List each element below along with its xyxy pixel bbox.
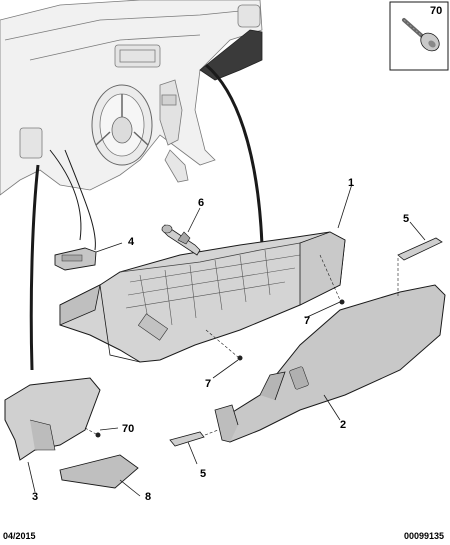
leader-lines — [29, 63, 264, 371]
trim-strip-part-lower — [169, 429, 219, 447]
callout-70: 70 — [122, 423, 134, 435]
callout-7-upper: 7 — [304, 315, 310, 327]
tray-part — [59, 454, 139, 489]
damper-part — [161, 224, 201, 256]
screw-detail-inset: 70 — [389, 1, 449, 71]
footer-reference: 00099135 — [403, 531, 444, 541]
trim-strip-part-upper — [397, 237, 443, 298]
dashboard-context-drawing — [0, 0, 263, 196]
callout-5-lower: 5 — [200, 468, 206, 480]
glove-box-housing-part — [59, 231, 346, 363]
switch-part — [54, 247, 97, 271]
callout-leaders — [27, 183, 426, 497]
screw-part-7b — [319, 254, 345, 305]
screw-part-7a — [205, 329, 243, 361]
footer-date: 04/2015 — [3, 531, 36, 541]
callout-8: 8 — [145, 491, 151, 503]
callout-3: 3 — [32, 491, 38, 503]
callout-7-lower: 7 — [205, 378, 211, 390]
callout-2: 2 — [340, 419, 346, 431]
screw-part-70 — [84, 427, 101, 438]
callout-4: 4 — [128, 236, 135, 248]
side-bracket-part — [4, 377, 101, 461]
glove-box-lid-part — [214, 284, 446, 443]
callout-1: 1 — [348, 177, 354, 189]
screw-icon — [402, 18, 440, 52]
callout-6: 6 — [198, 197, 204, 209]
callout-5-upper: 5 — [403, 213, 409, 225]
inset-part-number: 70 — [430, 5, 442, 17]
